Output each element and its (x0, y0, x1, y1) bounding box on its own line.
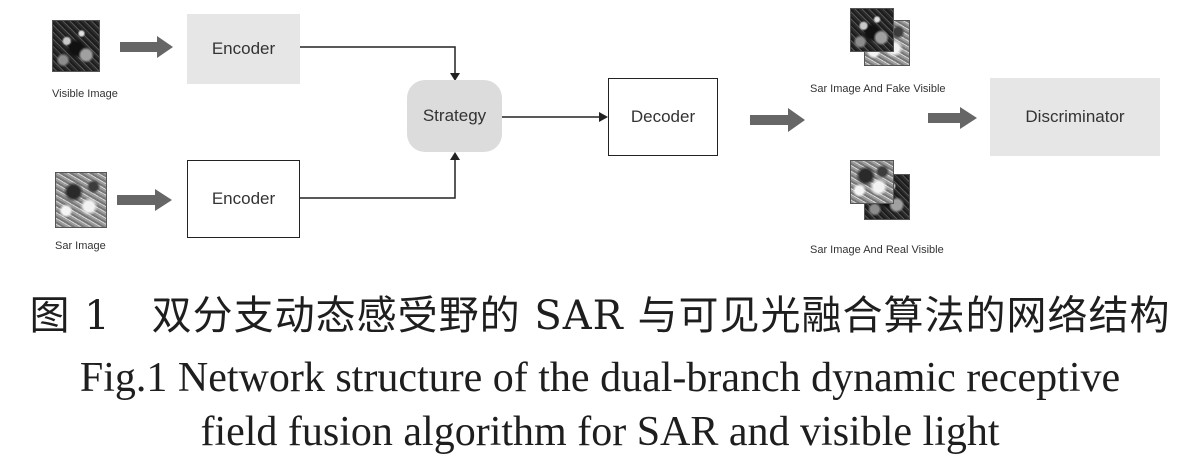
caption-chinese: 图 1 双分支动态感受野的 SAR 与可见光融合算法的网络结构 (29, 293, 1171, 339)
encoder-visible-box: Encoder (187, 14, 300, 84)
encoder-sar-box: Encoder (187, 160, 300, 238)
sar-image-label: Sar Image (55, 240, 106, 252)
input-arrow-visible (120, 36, 173, 58)
caption-english-line-1: Fig.1 Network structure of the dual-bran… (79, 355, 1121, 401)
output-arrow-to-discriminator (928, 107, 977, 129)
discriminator-label: Discriminator (1025, 107, 1125, 126)
arrowhead-into-strategy-bottom (450, 152, 460, 160)
real-pair-label: Sar Image And Real Visible (810, 244, 944, 256)
input-arrow-sar (117, 189, 172, 211)
fake-pair-label: Sar Image And Fake Visible (810, 83, 946, 95)
encoder-sar-label: Encoder (211, 189, 276, 208)
arrowhead-into-strategy-top (450, 73, 460, 81)
caption-english-line-2: field fusion algorithm for SAR and visib… (200, 409, 1000, 455)
strategy-box: Strategy (407, 80, 502, 152)
connector-layer (117, 36, 977, 211)
decoder-box: Decoder (608, 78, 718, 156)
encoder-visible-label: Encoder (211, 39, 276, 58)
visible-image-label: Visible Image (52, 88, 118, 100)
output-arrow-decoder (750, 108, 805, 132)
visible-image-thumbnail (52, 20, 100, 72)
strategy-label: Strategy (422, 106, 487, 125)
fake-pair-visible-thumbnail (850, 8, 894, 52)
connector-encoder-visible-to-strategy (300, 46, 456, 74)
connector-encoder-sar-to-strategy (300, 159, 456, 199)
sar-image-thumbnail (55, 172, 107, 228)
real-pair-sar-thumbnail (850, 160, 894, 204)
network-diagram: Visible Image Sar Image Encoder Encoder … (52, 8, 1160, 256)
discriminator-box: Discriminator (990, 78, 1160, 156)
decoder-label: Decoder (630, 107, 696, 126)
arrowhead-into-decoder (599, 112, 608, 122)
